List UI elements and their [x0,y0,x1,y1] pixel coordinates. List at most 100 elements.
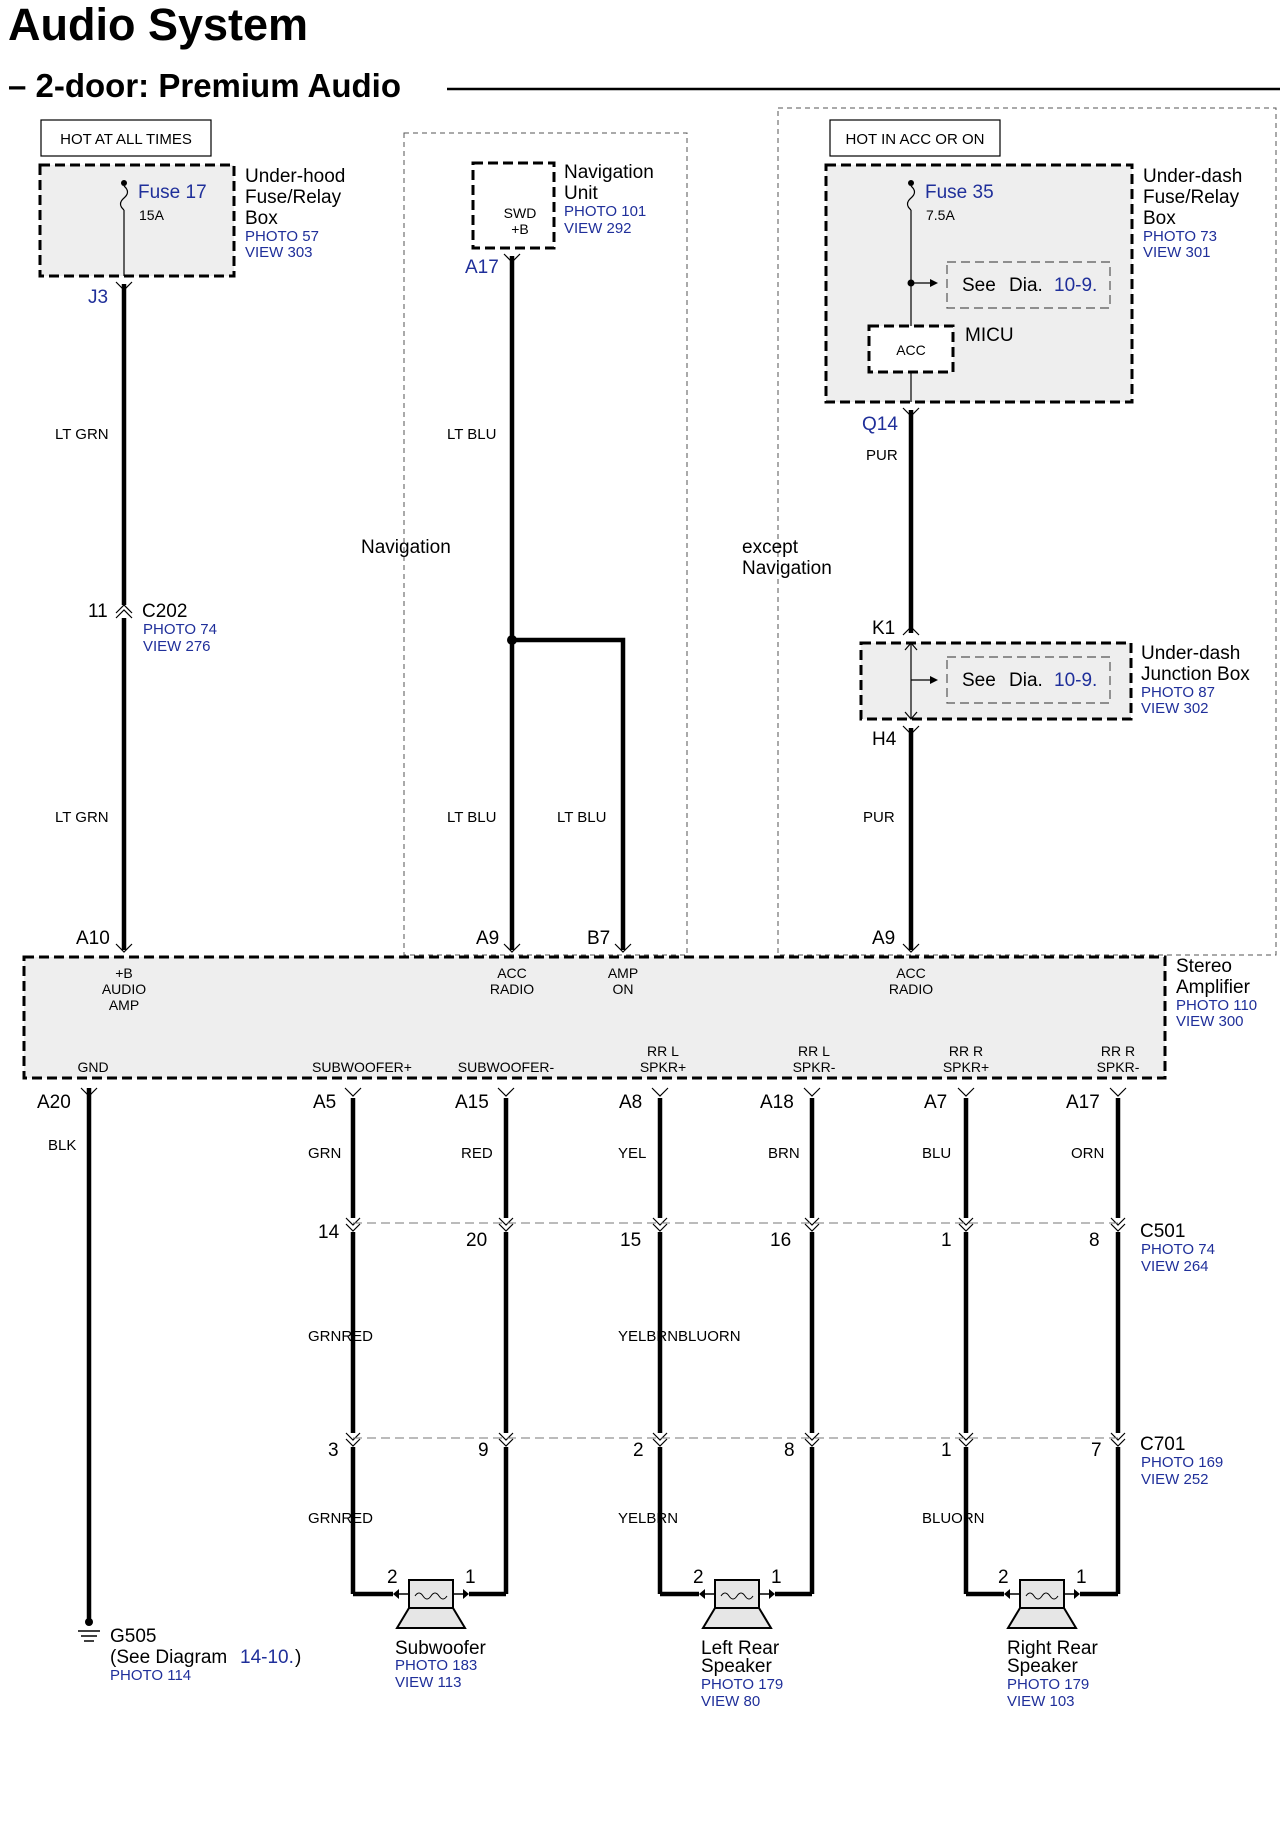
amplifier-name-2: Amplifier [1176,977,1251,998]
fuse-35-amps: 7.5A [926,207,955,223]
speaker-left-tab [699,1589,705,1599]
underhood-box-outline [38,163,236,278]
junction-see-text: See [962,670,996,691]
underhood-box-view: VIEW 303 [245,244,313,261]
ground-diagram-ref: 14-10. [240,1647,294,1668]
wire-color-mid-1: GRNRED [308,1328,373,1345]
amp-bottom-terminal-6-0: RR R [1101,1043,1135,1059]
amp-top-terminal-0-2: AMP [109,997,139,1013]
navigation-region-label: Navigation [361,537,451,558]
amp-bottom-pin-2: A15 [455,1092,489,1113]
amp-top-terminal-1-1: RADIO [490,981,534,997]
fuse-35-icon [906,185,916,211]
nav-terminal-swd: SWD [504,205,537,221]
amp-bottom-terminal-0-0: GND [77,1059,108,1075]
fuse-17-terminal-dot [121,180,127,186]
wire-color-mid-2: YELBRNBLUORN [618,1328,741,1345]
micu-acc-terminal: ACC [896,342,926,358]
c501-pin-mark-b [1110,1223,1126,1232]
ground-photo: PHOTO 114 [110,1667,191,1684]
amp-bottom-terminal-5-0: RR R [949,1043,983,1059]
amp-bottom-pin-mark [957,1087,975,1097]
underdash-box-name-2: Fuse/Relay [1143,187,1240,208]
wire-color-low-3: BLUORN [922,1510,985,1527]
underdash-see-text: See [962,275,996,296]
amp-top-terminal-2-1: ON [613,981,634,997]
c501-pin-mark-a [958,1217,974,1226]
speaker-left-tab [393,1589,399,1599]
amp-bottom-terminal-2-0: SUBWOOFER- [458,1059,555,1075]
c701-pin-mark-a [498,1432,514,1441]
underhood-box-name-3: Box [245,208,278,229]
amp-bottom-pin-1: A5 [313,1092,336,1113]
amp-top-pin-0: A10 [76,928,110,949]
speaker-name-2-2: Speaker [1007,1656,1078,1677]
amp-top-terminal-3-1: RADIO [889,981,933,997]
speaker-icon [408,1579,454,1609]
stereo-amplifier: Stereo Amplifier PHOTO 110 VIEW 300 [22,955,1257,1080]
c701-pin-1: 9 [478,1440,489,1461]
amp-bottom-pin-mark [497,1087,515,1097]
ground-close-paren: ) [295,1647,301,1668]
fuse-17-icon [119,185,129,211]
c202-connector-mark-a [115,604,133,614]
except-navigation-label-line1: except [742,537,799,558]
speaker-view-0: VIEW 113 [395,1674,461,1691]
c501-pin-mark-a [804,1217,820,1226]
junction-see-arrow-icon [930,676,938,684]
underdash-box-view: VIEW 301 [1143,244,1211,261]
underdash-box-photo: PHOTO 73 [1143,228,1217,245]
junction-box-photo: PHOTO 87 [1141,684,1215,701]
amp-top-terminal-1-0: ACC [497,965,527,981]
underdash-see-box [946,261,1111,309]
fuse-35-label: Fuse 35 [925,182,994,203]
wire-color-lt-blu-lower-left: LT BLU [447,809,496,826]
hot-in-acc-or-on-label: HOT IN ACC OR ON [846,131,985,148]
amplifier-photo: PHOTO 110 [1176,997,1257,1014]
wire-color-pur-lower: PUR [863,809,895,826]
fuse-35-terminal-dot [908,180,914,186]
speaker-pin-left-1: 2 [693,1567,704,1588]
underdash-fuse-relay-box: Fuse 35 7.5A See Dia. 10-9. ACC MICU Und… [824,163,1242,404]
speaker-photo-1: PHOTO 179 [701,1676,783,1693]
except-navigation-label-line2: Navigation [742,558,832,579]
underdash-see-arrow-icon [930,279,938,287]
c501-pin-mark-b [958,1223,974,1232]
junction-box-top-arrow-icon [904,642,918,651]
c501-pin-mark-b [498,1223,514,1232]
junction-see-box [946,656,1111,704]
wire-color-lt-grn-lower: LT GRN [55,809,109,826]
amp-bottom-pin-3: A8 [619,1092,642,1113]
amp-top-pin-mark [614,943,632,953]
c701-name: C701 [1140,1434,1185,1455]
amp-bottom-pin-5: A7 [924,1092,947,1113]
amp-top-pin-mark [902,943,920,953]
hot-in-acc-or-on-box [829,119,1001,157]
c501-pin-mark-b [652,1223,668,1232]
c701-pin-mark-a [345,1432,361,1441]
c701-pin-mark-a [958,1432,974,1441]
junction-box-outline [859,641,1133,721]
amp-top-pin-3: A9 [872,928,895,949]
amp-top-terminal-3-0: ACC [896,965,926,981]
amplifier-view: VIEW 300 [1176,1013,1244,1030]
speaker-cone-icon [1006,1607,1078,1629]
c701-pin-mark-b [1110,1438,1126,1447]
amp-bottom-pin-0: A20 [37,1092,71,1113]
amp-top-terminal-0-1: AUDIO [102,981,146,997]
c501-photo: PHOTO 74 [1141,1241,1215,1258]
navigation-unit-name-2: Unit [564,183,599,204]
amp-bottom-terminal-5-1: SPKR+ [943,1059,989,1075]
underhood-box-name-1: Under-hood [245,166,345,187]
underhood-box-name-2: Fuse/Relay [245,187,342,208]
c701-pin-mark-a [652,1432,668,1441]
amp-top-terminal-0-0: +B [115,965,133,981]
c501-pin-mark-a [652,1217,668,1226]
c701-pin-mark-b [958,1438,974,1447]
c202-connector-mark-b [115,609,133,619]
